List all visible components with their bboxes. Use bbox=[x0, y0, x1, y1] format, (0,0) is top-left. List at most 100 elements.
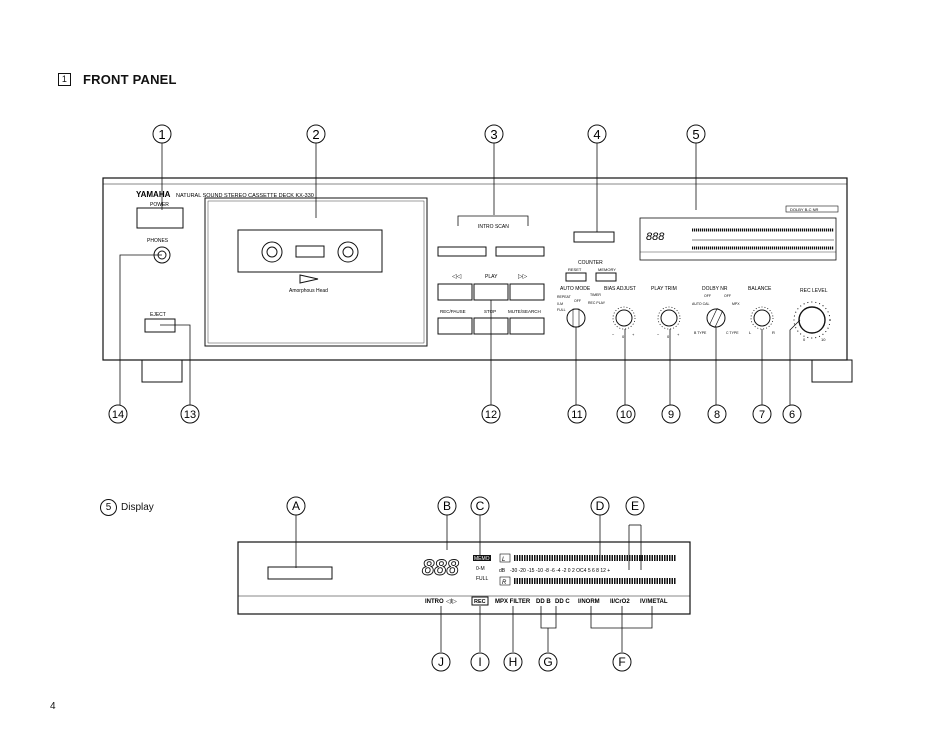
callout-5: 5 bbox=[692, 127, 699, 142]
callout-13: 13 bbox=[184, 409, 196, 421]
display-letter-h: H bbox=[509, 655, 518, 669]
display-crome: II/CrO2 bbox=[610, 599, 630, 605]
rec-pause-label: REC/PAUSE bbox=[440, 309, 466, 314]
display-dolby-c: DD C bbox=[555, 599, 570, 605]
stop-label: STOP bbox=[484, 309, 496, 314]
rec-level-label: REC LEVEL bbox=[800, 288, 828, 294]
display-panel bbox=[237, 541, 691, 615]
display-rec: REC bbox=[474, 599, 486, 605]
display-intro: INTRO bbox=[425, 599, 444, 605]
counter-memory-button[interactable] bbox=[595, 272, 617, 282]
bias-adjust-knob[interactable] bbox=[615, 309, 633, 327]
rew-symbol: ◁◁ bbox=[452, 274, 462, 280]
display-letter-f: F bbox=[618, 655, 625, 669]
intro-scan-label: INTRO SCAN bbox=[478, 224, 509, 230]
dolby-mpx: MPX bbox=[732, 302, 740, 306]
callout-7: 7 bbox=[759, 409, 765, 421]
display-caption-number: 5 bbox=[100, 499, 117, 516]
dolby-off-2: OFF bbox=[724, 294, 731, 298]
display-caption: 5 Display bbox=[100, 499, 154, 516]
callout-12: 12 bbox=[485, 409, 497, 421]
section-title: FRONT PANEL bbox=[83, 72, 177, 87]
bias-adjust-label: BIAS ADJUST bbox=[604, 286, 636, 292]
display-letter-j: J bbox=[438, 655, 444, 669]
ff-button[interactable] bbox=[509, 283, 545, 301]
play-label: PLAY bbox=[485, 274, 498, 280]
display-db: dB bbox=[499, 568, 506, 574]
rew-button[interactable] bbox=[437, 283, 473, 301]
display-letter-b: B bbox=[443, 499, 451, 513]
mute-search-button[interactable] bbox=[509, 317, 545, 335]
power-label: POWER bbox=[150, 202, 169, 208]
svg-text:R: R bbox=[772, 330, 775, 335]
auto-mode-knob[interactable] bbox=[566, 308, 586, 328]
reset-label: RESET bbox=[568, 267, 582, 272]
display-normal: I/NORM bbox=[578, 599, 600, 605]
callout-4: 4 bbox=[593, 127, 600, 142]
cassette-door[interactable] bbox=[204, 197, 428, 347]
rec-pause-button[interactable] bbox=[437, 317, 473, 335]
auto-mode-recplay: REC PLAY bbox=[588, 301, 606, 305]
play-trim-knob[interactable] bbox=[660, 309, 678, 327]
balance-label: BALANCE bbox=[748, 286, 772, 292]
svg-text:0: 0 bbox=[667, 334, 670, 339]
model-line: NATURAL SOUND STEREO CASSETTE DECK KX-33… bbox=[176, 193, 314, 199]
intro-scan-ff-button[interactable] bbox=[495, 246, 545, 257]
callout-3: 3 bbox=[490, 127, 497, 142]
dolby-badge: DOLBY B-C NR bbox=[790, 207, 818, 212]
svg-text:10: 10 bbox=[821, 337, 826, 342]
section-heading: 1 FRONT PANEL bbox=[58, 72, 177, 87]
dolby-off-1: OFF bbox=[704, 294, 711, 298]
display-letter-e: E bbox=[631, 499, 639, 513]
callout-1: 1 bbox=[158, 127, 165, 142]
svg-text:0: 0 bbox=[622, 334, 625, 339]
svg-text:−: − bbox=[657, 332, 660, 337]
ff-symbol: ▷▷ bbox=[518, 274, 528, 280]
counter-reset-button[interactable] bbox=[565, 272, 587, 282]
dolby-nr-label: DOLBY NR bbox=[702, 286, 728, 292]
dolby-auto-cal: AUTO CAL bbox=[692, 302, 709, 306]
display-ch-r: R bbox=[502, 580, 507, 586]
intro-scan-rew-button[interactable] bbox=[437, 246, 487, 257]
callout-9: 9 bbox=[668, 409, 674, 421]
amorphous-head-label: Amorphous Head bbox=[289, 288, 328, 294]
svg-text:L: L bbox=[749, 330, 752, 335]
rec-level-knob[interactable] bbox=[798, 306, 826, 334]
callout-8: 8 bbox=[714, 409, 720, 421]
dolby-b-type: B TYPE bbox=[694, 331, 707, 335]
dolby-c-type: C TYPE bbox=[726, 331, 739, 335]
display-memo: MEMO bbox=[474, 556, 490, 562]
brand-logo: YAMAHA bbox=[136, 190, 171, 199]
section-number: 1 bbox=[58, 73, 71, 86]
play-trim-label: PLAY TRIM bbox=[651, 286, 677, 292]
svg-text:0: 0 bbox=[803, 337, 806, 342]
display-digits: 888 bbox=[422, 555, 459, 580]
auto-mode-timer: TIMER bbox=[590, 293, 601, 297]
counter-label: COUNTER bbox=[578, 260, 603, 266]
auto-mode-cm: 0-M bbox=[557, 302, 563, 306]
power-button[interactable] bbox=[136, 207, 184, 229]
display-full: FULL bbox=[476, 576, 488, 582]
display-letter-i: I bbox=[478, 655, 481, 669]
display-dolby-b: DD B bbox=[536, 599, 551, 605]
callout-2: 2 bbox=[312, 127, 319, 142]
display-intro-arrows: ◁I▷ bbox=[446, 599, 457, 605]
memory-label: MEMORY bbox=[598, 267, 616, 272]
svg-text:+: + bbox=[632, 332, 635, 337]
auto-mode-full: FULL bbox=[557, 308, 566, 312]
play-button[interactable] bbox=[473, 283, 509, 301]
callout-14: 14 bbox=[112, 409, 124, 421]
display-letter-d: D bbox=[596, 499, 605, 513]
eject-button[interactable] bbox=[144, 318, 176, 333]
display-metal: IV/METAL bbox=[640, 599, 668, 605]
svg-text:−: − bbox=[612, 332, 615, 337]
balance-knob[interactable] bbox=[753, 309, 771, 327]
page-number: 4 bbox=[50, 701, 56, 712]
display-letter-g: G bbox=[543, 655, 552, 669]
auto-mode-label: AUTO MODE bbox=[560, 286, 591, 292]
callout-11: 11 bbox=[571, 409, 582, 421]
panel-display-digits: 888 bbox=[646, 231, 665, 243]
display-letter-c: C bbox=[476, 499, 485, 513]
display-letter-a: A bbox=[292, 499, 300, 513]
